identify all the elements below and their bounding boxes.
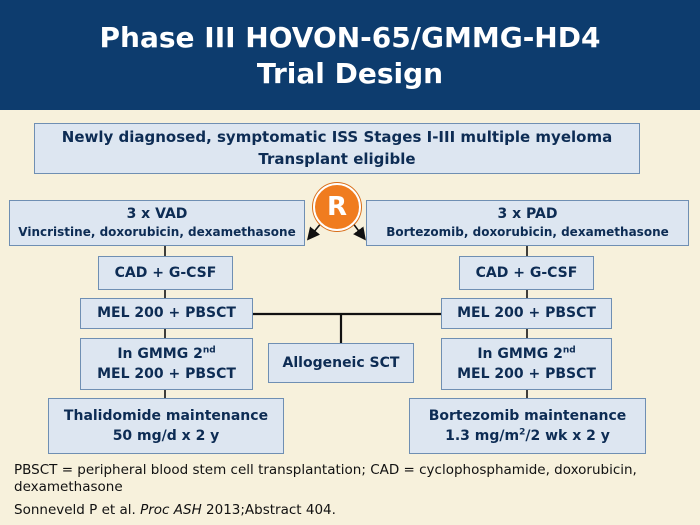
citation-details: 2013;Abstract 404. <box>201 502 336 518</box>
left-transplant-box: MEL 200 + PBSCT <box>80 298 253 329</box>
slide-title-line1: Phase III HOVON-65/GMMG-HD4 <box>99 21 601 54</box>
citation-authors: Sonneveld P et al. <box>14 502 141 518</box>
left-transplant-label: MEL 200 + PBSCT <box>97 305 236 322</box>
footnote-citation: Sonneveld P et al. Proc ASH 2013;Abstrac… <box>14 502 690 519</box>
right-mobilization-box: CAD + G-CSF <box>459 256 594 290</box>
right-maintenance-sup: 2 <box>519 427 526 438</box>
left-maintenance-line2: 50 mg/d x 2 y <box>112 428 220 444</box>
left-induction-box: 3 x VAD Vincristine, doxorubicin, dexame… <box>9 200 305 246</box>
citation-journal: Proc ASH <box>140 502 202 518</box>
right-maintenance-box: Bortezomib maintenance 1.3 mg/m2/2 wk x … <box>409 398 646 454</box>
allogeneic-box: Allogeneic SCT <box>268 343 414 383</box>
randomization-label: R <box>326 192 348 222</box>
right-maintenance-line1: Bortezomib maintenance <box>428 407 627 424</box>
right-second-line2: MEL 200 + PBSCT <box>457 366 596 382</box>
right-induction-drugs: Bortezomib, doxorubicin, dexamethasone <box>386 225 669 240</box>
slide-title-line2: Trial Design <box>256 57 444 90</box>
right-induction-title: 3 x PAD <box>497 206 558 223</box>
right-induction-box: 3 x PAD Bortezomib, doxorubicin, dexamet… <box>366 200 689 246</box>
arrow-to-right-arm <box>351 221 366 241</box>
eligibility-box: Newly diagnosed, symptomatic ISS Stages … <box>34 123 640 174</box>
right-second-line1-text: In GMMG 2 <box>477 345 563 362</box>
right-second-line1: In GMMG 2nd <box>477 344 575 364</box>
left-induction-drugs: Vincristine, doxorubicin, dexamethasone <box>18 225 296 240</box>
left-second-line1-text: In GMMG 2 <box>117 345 203 362</box>
left-mobilization-box: CAD + G-CSF <box>98 256 233 290</box>
right-second-sup: nd <box>562 345 576 356</box>
left-second-line1: In GMMG 2nd <box>117 344 215 364</box>
right-maintenance-dose: 1.3 mg/m <box>445 428 520 444</box>
right-transplant-label: MEL 200 + PBSCT <box>457 305 596 322</box>
slide-title: Phase III HOVON-65/GMMG-HD4 Trial Design <box>0 20 700 92</box>
header-banner <box>0 0 700 110</box>
right-mobilization-label: CAD + G-CSF <box>475 264 578 281</box>
left-maintenance-box: Thalidomide maintenance 50 mg/d x 2 y <box>48 398 284 454</box>
left-second-line2: MEL 200 + PBSCT <box>97 366 236 382</box>
eligibility-line2: Transplant eligible <box>258 149 416 168</box>
right-second-transplant-box: In GMMG 2nd MEL 200 + PBSCT <box>441 338 612 390</box>
left-second-transplant-box: In GMMG 2nd MEL 200 + PBSCT <box>80 338 253 390</box>
eligibility-line1: Newly diagnosed, symptomatic ISS Stages … <box>61 127 613 146</box>
footnote-abbrev-text: PBSCT = peripheral blood stem cell trans… <box>14 462 637 495</box>
footnote-abbreviations: PBSCT = peripheral blood stem cell trans… <box>14 462 690 496</box>
right-maintenance-schedule: /2 wk x 2 y <box>525 428 610 444</box>
right-transplant-box: MEL 200 + PBSCT <box>441 298 612 329</box>
left-second-sup: nd <box>202 345 216 356</box>
randomization-badge: R <box>313 183 361 231</box>
allogeneic-label: Allogeneic SCT <box>282 354 400 371</box>
left-induction-title: 3 x VAD <box>126 206 188 223</box>
right-maintenance-line2: 1.3 mg/m2/2 wk x 2 y <box>445 426 610 446</box>
left-mobilization-label: CAD + G-CSF <box>114 264 217 281</box>
left-maintenance-line1: Thalidomide maintenance <box>63 407 269 424</box>
